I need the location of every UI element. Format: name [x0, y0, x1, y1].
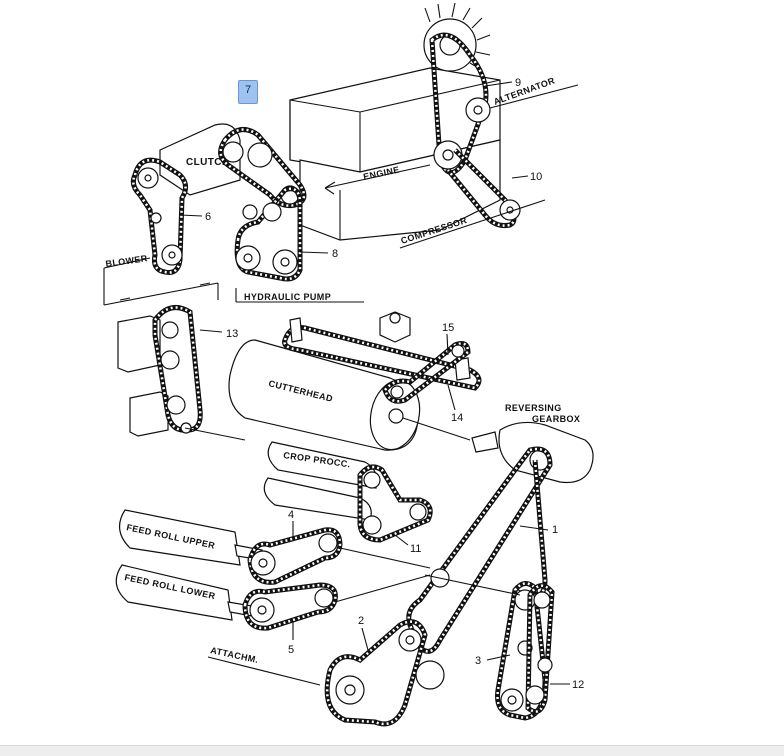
blower-label: BLOWER — [105, 253, 148, 269]
callout-8: 8 — [332, 248, 338, 260]
callout-10: 10 — [530, 171, 542, 183]
callout-3: 3 — [475, 655, 481, 667]
belt-15 — [379, 311, 471, 404]
belt-7 — [218, 127, 307, 208]
belt-10 — [446, 148, 521, 228]
callout-11: 11 — [410, 543, 421, 555]
alternator-fan — [423, 2, 491, 72]
belt-4 — [247, 527, 343, 585]
hydraulic-pump-label: HYDRAULIC PUMP — [244, 292, 331, 302]
clutch-label: CLUTCH — [186, 157, 230, 168]
belt-14 — [282, 317, 482, 391]
gearbox-label: GEARBOX — [532, 414, 580, 424]
callout-14: 14 — [451, 412, 463, 424]
callout-9: 9 — [515, 77, 521, 89]
horizontal-scrollbar[interactable] — [0, 745, 784, 756]
reversing-gearbox — [471, 421, 594, 484]
reversing-label: REVERSING — [505, 403, 562, 413]
belt-8 — [234, 186, 303, 282]
callout-7-highlight[interactable]: 7 — [238, 80, 258, 104]
callout-4: 4 — [288, 509, 294, 521]
belt-2 — [324, 568, 450, 727]
alternator-label: ALTERNATOR — [492, 75, 556, 106]
belt-6 — [130, 157, 188, 275]
callout-5: 5 — [288, 644, 294, 656]
callout-15: 15 — [442, 322, 454, 334]
belt-5 — [242, 582, 338, 631]
cutterhead-drum — [228, 339, 471, 451]
belt-13-housing — [117, 305, 203, 437]
callout-13: 13 — [226, 328, 238, 340]
attachment-label: ATTACHM. — [210, 645, 260, 665]
belt-11 — [357, 464, 433, 543]
callout-1: 1 — [552, 524, 558, 536]
callout-12: 12 — [572, 679, 584, 691]
callout-2: 2 — [358, 615, 364, 627]
callout-6: 6 — [205, 211, 211, 223]
belt-12 — [525, 583, 555, 715]
